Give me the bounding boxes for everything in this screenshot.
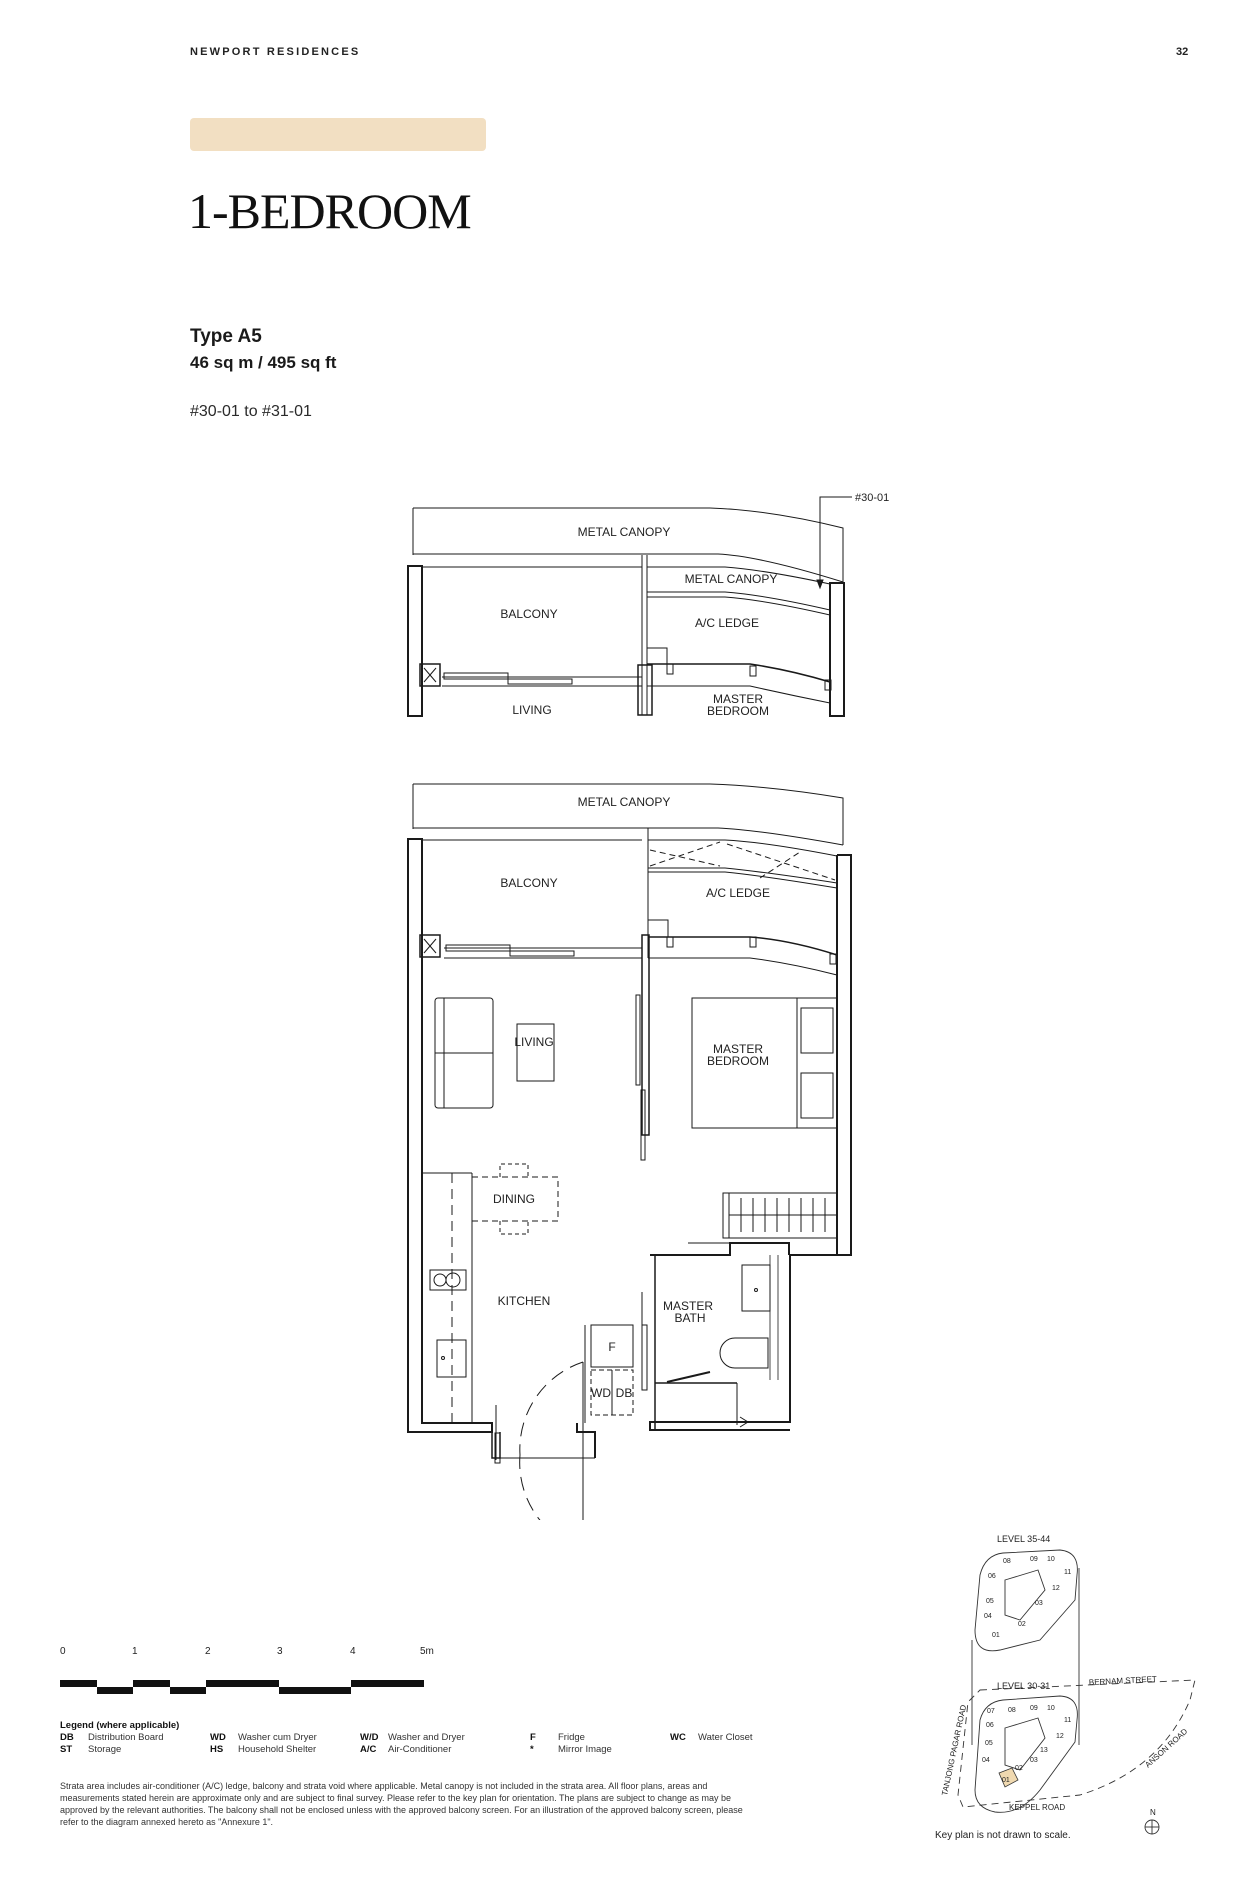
svg-text:07: 07 — [987, 1708, 995, 1715]
label-living: LIVING — [514, 1035, 553, 1049]
north-compass-icon — [1144, 1819, 1160, 1835]
svg-text:02: 02 — [1015, 1765, 1023, 1772]
svg-text:04: 04 — [982, 1757, 990, 1764]
label-metal-canopy: METAL CANOPY — [578, 795, 671, 809]
unit-numbers: #30-01 to #31-01 — [190, 403, 312, 420]
label-ac-ledge: A/C LEDGE — [695, 616, 759, 630]
key-plan: LEVEL 35-44 LEVEL 30-31 BERNAM STREET TA… — [940, 1534, 1196, 1835]
svg-text:09: 09 — [1030, 1556, 1038, 1563]
disclaimer-text: Strata area includes air-conditioner (A/… — [60, 1781, 743, 1827]
highlighted-unit — [998, 1767, 1019, 1788]
label-washer-dryer: WD — [591, 1386, 611, 1400]
unit-type-area: 46 sq m / 495 sq ft — [190, 353, 337, 372]
road-anson: ANSON ROAD — [1143, 1727, 1189, 1770]
main-floor-plan: METAL CANOPY BALCONY A/C LEDGE LIVING MA… — [407, 783, 852, 1520]
svg-text:12: 12 — [1056, 1733, 1064, 1740]
road-tanjong-pagar: TANJONG PAGAR ROAD — [940, 1704, 968, 1797]
label-master-bath-1: MASTER — [663, 1299, 713, 1313]
label-master-bedroom-1: MASTER — [713, 1042, 763, 1056]
label-master-bedroom-2: BEDROOM — [707, 1054, 769, 1068]
svg-text:05: 05 — [986, 1598, 994, 1605]
label-metal-canopy-side: METAL CANOPY — [685, 572, 778, 586]
legend-title: Legend (where applicable) — [60, 1720, 180, 1731]
svg-text:11: 11 — [1064, 1569, 1071, 1576]
svg-text:12: 12 — [1052, 1585, 1060, 1592]
label-distribution-board: DB — [616, 1386, 633, 1400]
page-title: 1-BEDROOM — [188, 183, 472, 239]
north-label: N — [1150, 1808, 1156, 1817]
unit-type-name: Type A5 — [190, 326, 262, 347]
scale-tick-1: 1 — [132, 1646, 138, 1657]
label-bedroom: BEDROOM — [707, 704, 769, 718]
svg-text:06: 06 — [986, 1722, 994, 1729]
label-metal-canopy: METAL CANOPY — [578, 525, 671, 539]
callout-unit-number: #30-01 — [855, 492, 889, 504]
accent-bar — [190, 118, 486, 151]
svg-text:10: 10 — [1047, 1705, 1055, 1712]
svg-text:01: 01 — [1002, 1777, 1010, 1784]
scale-tick-5: 5m — [420, 1646, 434, 1657]
svg-text:02: 02 — [1018, 1621, 1026, 1628]
key-plan-level-upper: LEVEL 35-44 — [997, 1534, 1050, 1544]
scale-bar-labels: 0 1 2 3 4 5m — [60, 1646, 440, 1660]
page-number: 32 — [1176, 46, 1189, 58]
label-living: LIVING — [512, 703, 551, 717]
svg-text:08: 08 — [1008, 1707, 1016, 1714]
legend-item: *Mirror Image — [530, 1744, 612, 1755]
svg-text:03: 03 — [1030, 1757, 1038, 1764]
label-master: MASTER — [713, 692, 763, 706]
svg-text:10: 10 — [1047, 1556, 1055, 1563]
label-balcony: BALCONY — [500, 876, 557, 890]
scale-tick-2: 2 — [205, 1646, 211, 1657]
svg-text:08: 08 — [1003, 1558, 1011, 1565]
label-dining: DINING — [493, 1192, 535, 1206]
svg-text:06: 06 — [988, 1573, 996, 1580]
svg-text:01: 01 — [992, 1632, 1000, 1639]
label-fridge: F — [608, 1340, 615, 1354]
label-kitchen: KITCHEN — [498, 1294, 551, 1308]
scale-tick-3: 3 — [277, 1646, 283, 1657]
upper-floor-plan: METAL CANOPY METAL CANOPY BALCONY A/C LE… — [407, 492, 889, 718]
road-bernam-street: BERNAM STREET — [1089, 1674, 1157, 1687]
label-master-bath-2: BATH — [674, 1311, 705, 1325]
svg-text:04: 04 — [984, 1613, 992, 1620]
key-plan-level-lower: LEVEL 30-31 — [997, 1681, 1050, 1691]
brand-name: NEWPORT RESIDENCES — [190, 46, 361, 58]
scale-tick-4: 4 — [350, 1646, 356, 1657]
svg-text:11: 11 — [1064, 1717, 1071, 1724]
scale-bar — [60, 1680, 424, 1694]
key-plan-note: Key plan is not drawn to scale. — [935, 1830, 1071, 1841]
svg-text:09: 09 — [1030, 1705, 1038, 1712]
svg-text:13: 13 — [1040, 1747, 1048, 1754]
road-keppel: KEPPEL ROAD — [1009, 1803, 1065, 1812]
svg-text:03: 03 — [1035, 1600, 1043, 1607]
svg-text:05: 05 — [985, 1740, 993, 1747]
scale-tick-0: 0 — [60, 1646, 66, 1657]
label-ac-ledge: A/C LEDGE — [706, 886, 770, 900]
label-balcony: BALCONY — [500, 607, 557, 621]
